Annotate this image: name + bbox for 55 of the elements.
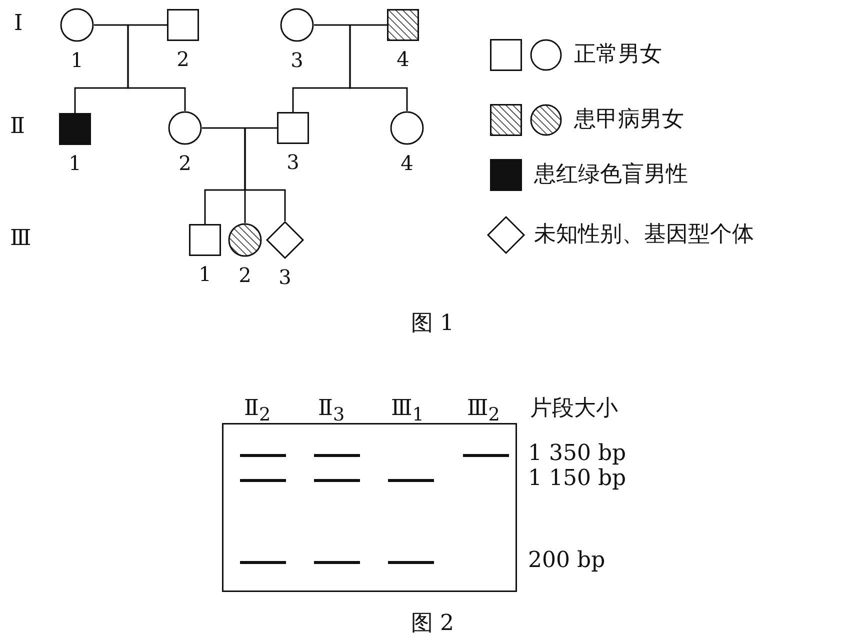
descent-line — [127, 25, 186, 111]
gel-band — [314, 560, 360, 564]
individual-number: 3 — [286, 152, 300, 172]
descent-line — [349, 25, 408, 111]
gel-band — [388, 478, 434, 482]
female-symbol — [168, 111, 202, 145]
individual-number: 3 — [290, 50, 304, 70]
size-label: 200 bp — [528, 550, 606, 572]
figure-caption: 图 2 — [411, 613, 454, 635]
couple-line — [202, 127, 277, 129]
individual-number: 2 — [176, 49, 190, 69]
legend-text: 患甲病男女 — [574, 109, 684, 131]
size-label: 1 150 bp — [528, 468, 626, 490]
lane-label: Ⅲ$_{1}$ — [391, 398, 424, 425]
individual-number: 4 — [396, 49, 410, 69]
female-affected-symbol — [228, 223, 262, 257]
female-symbol — [280, 8, 314, 42]
individual-number: 1 — [198, 264, 212, 284]
male-symbol — [189, 224, 221, 256]
individual-number: 4 — [400, 153, 414, 173]
male-symbol — [167, 9, 199, 41]
lane-label: Ⅱ$_{2}$ — [244, 398, 271, 425]
individual-number: 2 — [178, 153, 192, 173]
gel-band — [463, 454, 509, 456]
descent-line — [244, 128, 286, 221]
generation-label: Ⅱ — [10, 116, 25, 138]
size-label: 1 350 bp — [528, 443, 626, 465]
female-symbol — [60, 8, 94, 42]
lane-label: Ⅲ$_{2}$ — [467, 398, 500, 425]
generation-label: Ⅰ — [14, 13, 23, 35]
legend-text: 未知性别、基因型个体 — [534, 224, 754, 246]
female-symbol — [390, 111, 424, 145]
legend-text: 正常男女 — [574, 44, 662, 66]
column-heading: 片段大小 — [530, 398, 618, 420]
individual-number: 3 — [278, 267, 292, 287]
couple-line — [94, 24, 167, 26]
male-symbol — [277, 112, 309, 144]
gel-band — [240, 478, 286, 482]
figure-caption: 图 1 — [411, 313, 454, 335]
gel-band — [314, 454, 360, 456]
gel-band — [388, 560, 434, 564]
individual-number: 1 — [68, 153, 82, 173]
unknown-sex-symbol — [266, 221, 304, 259]
gel-panel — [222, 423, 517, 592]
lane-label: Ⅱ$_{3}$ — [318, 398, 345, 425]
generation-label: Ⅲ — [10, 228, 32, 250]
gel-band — [240, 454, 286, 456]
male-colorblind-symbol — [59, 113, 91, 145]
couple-line — [314, 24, 387, 26]
individual-number: 1 — [70, 50, 84, 70]
legend-text: 患红绿色盲男性 — [534, 164, 688, 186]
gel-band — [314, 478, 360, 482]
male-affected-symbol — [387, 9, 419, 41]
gel-band — [240, 560, 286, 564]
individual-number: 2 — [238, 265, 252, 285]
